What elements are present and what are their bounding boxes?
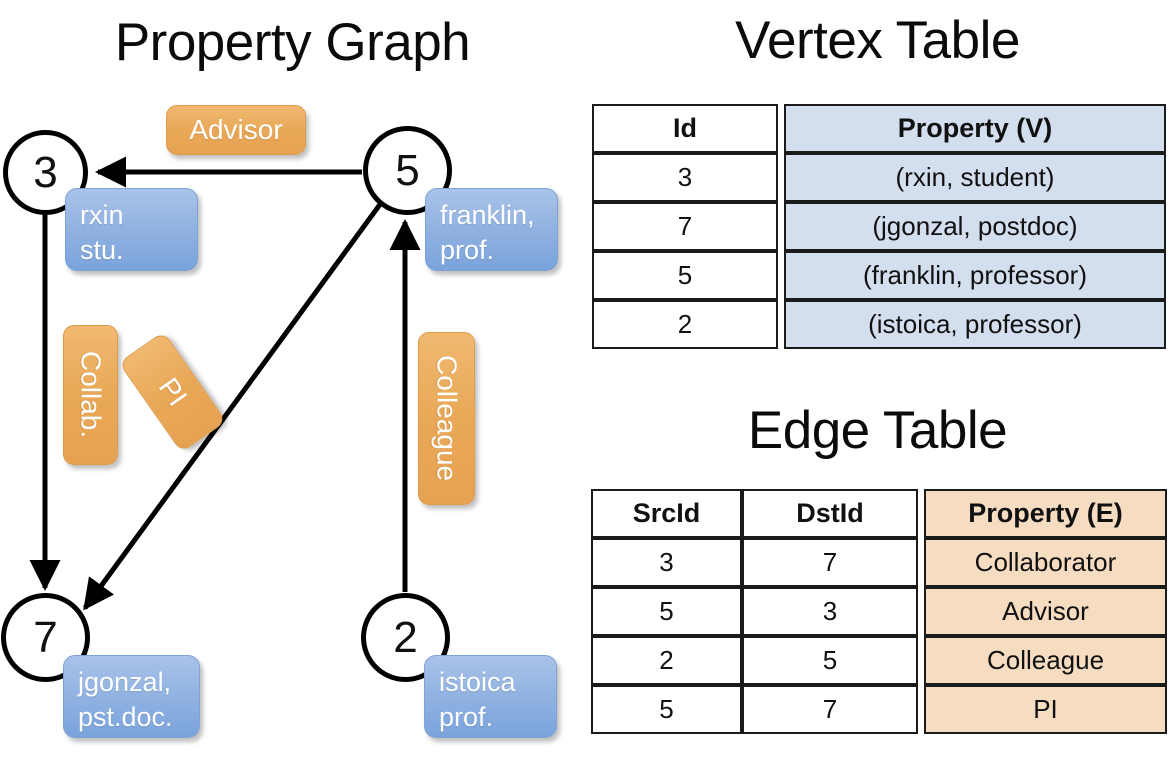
edge-5-to-7-pi [82, 201, 384, 611]
edge-table-header-srcid: SrcId [591, 489, 742, 538]
edge-table-header-dstid: DstId [742, 489, 918, 538]
edge-label-pi-text: PI [152, 371, 194, 412]
table-row[interactable]: 3 7 Collaborator [591, 538, 1167, 587]
vertex-property-line2: pst.doc. [78, 701, 173, 732]
vertex-cell-id: 7 [592, 202, 778, 251]
edge-cell-property: Colleague [924, 636, 1167, 685]
vertex-table-header-row: Id Property (V) [592, 104, 1166, 153]
edge-cell-srcid: 5 [591, 685, 742, 734]
vertex-cell-property: (franklin, professor) [784, 251, 1166, 300]
edge-cell-srcid: 5 [591, 587, 742, 636]
table-row[interactable]: 5 (franklin, professor) [592, 251, 1166, 300]
table-row[interactable]: 5 3 Advisor [591, 587, 1167, 636]
edge-label-colleague: Colleague [418, 332, 475, 505]
page-title-vertex-table: Vertex Table [735, 11, 1020, 70]
vertex-cell-property: (jgonzal, postdoc) [784, 202, 1166, 251]
edge-label-advisor-text: Advisor [189, 114, 283, 145]
vertex-property-line2: stu. [80, 234, 124, 265]
graph-node-3-label: 3 [33, 147, 58, 197]
table-row[interactable]: 5 7 PI [591, 685, 1167, 734]
table-row[interactable]: 2 (istoica, professor) [592, 300, 1166, 349]
vertex-property-line1: istoica [439, 667, 516, 697]
edge-cell-dstid: 3 [742, 587, 918, 636]
vertex-cell-property: (rxin, student) [784, 153, 1166, 202]
edge-cell-property: PI [924, 685, 1167, 734]
vertex-property-line2: prof. [439, 701, 494, 732]
graph-node-7-label: 7 [33, 612, 58, 662]
vertex-property-line1: franklin, [440, 200, 535, 230]
vertex-property-box-istoica: istoica prof. [424, 655, 557, 738]
edge-label-collab: Collab. [63, 325, 118, 465]
vertex-cell-id: 5 [592, 251, 778, 300]
vertex-property-line1: rxin [80, 200, 124, 230]
vertex-table-header-id: Id [592, 104, 778, 153]
edge-label-advisor: Advisor [166, 105, 306, 155]
table-row[interactable]: 3 (rxin, student) [592, 153, 1166, 202]
page-title-property-graph: Property Graph [114, 13, 471, 72]
graph-node-2-label: 2 [393, 612, 418, 662]
edge-label-colleague-text: Colleague [431, 355, 463, 482]
vertex-property-box-rxin: rxin stu. [65, 188, 198, 271]
graph-edges-layer [29, 156, 421, 611]
edge-label-collab-text: Collab. [75, 351, 107, 439]
table-row[interactable]: 7 (jgonzal, postdoc) [592, 202, 1166, 251]
page-title-edge-table: Edge Table [747, 401, 1008, 460]
edge-cell-srcid: 3 [591, 538, 742, 587]
table-row[interactable]: 2 5 Colleague [591, 636, 1167, 685]
vertex-property-line2: prof. [440, 234, 495, 265]
vertex-cell-id: 2 [592, 300, 778, 349]
edge-cell-dstid: 7 [742, 685, 918, 734]
vertex-property-box-jgonzal: jgonzal, pst.doc. [63, 655, 200, 738]
graph-node-2[interactable]: 2 [361, 593, 450, 682]
edge-cell-property: Advisor [924, 587, 1167, 636]
vertex-table: Id Property (V) 3 (rxin, student) 7 (jgo… [592, 104, 1166, 349]
edge-cell-property: Collaborator [924, 538, 1167, 587]
graph-node-5-label: 5 [395, 145, 420, 195]
vertex-property-box-franklin: franklin, prof. [425, 188, 558, 271]
property-graph-diagram: 3 5 7 2 rxin stu. franklin, prof. jgonza… [1, 105, 558, 738]
vertex-cell-property: (istoica, professor) [784, 300, 1166, 349]
edge-cell-dstid: 5 [742, 636, 918, 685]
edge-cell-srcid: 2 [591, 636, 742, 685]
vertex-property-line1: jgonzal, [78, 667, 172, 697]
edge-table: SrcId DstId Property (E) 3 7 Collaborato… [591, 489, 1167, 734]
edge-table-header-property: Property (E) [924, 489, 1167, 538]
vertex-table-header-property: Property (V) [784, 104, 1166, 153]
edge-cell-dstid: 7 [742, 538, 918, 587]
edge-table-header-row: SrcId DstId Property (E) [591, 489, 1167, 538]
vertex-cell-id: 3 [592, 153, 778, 202]
